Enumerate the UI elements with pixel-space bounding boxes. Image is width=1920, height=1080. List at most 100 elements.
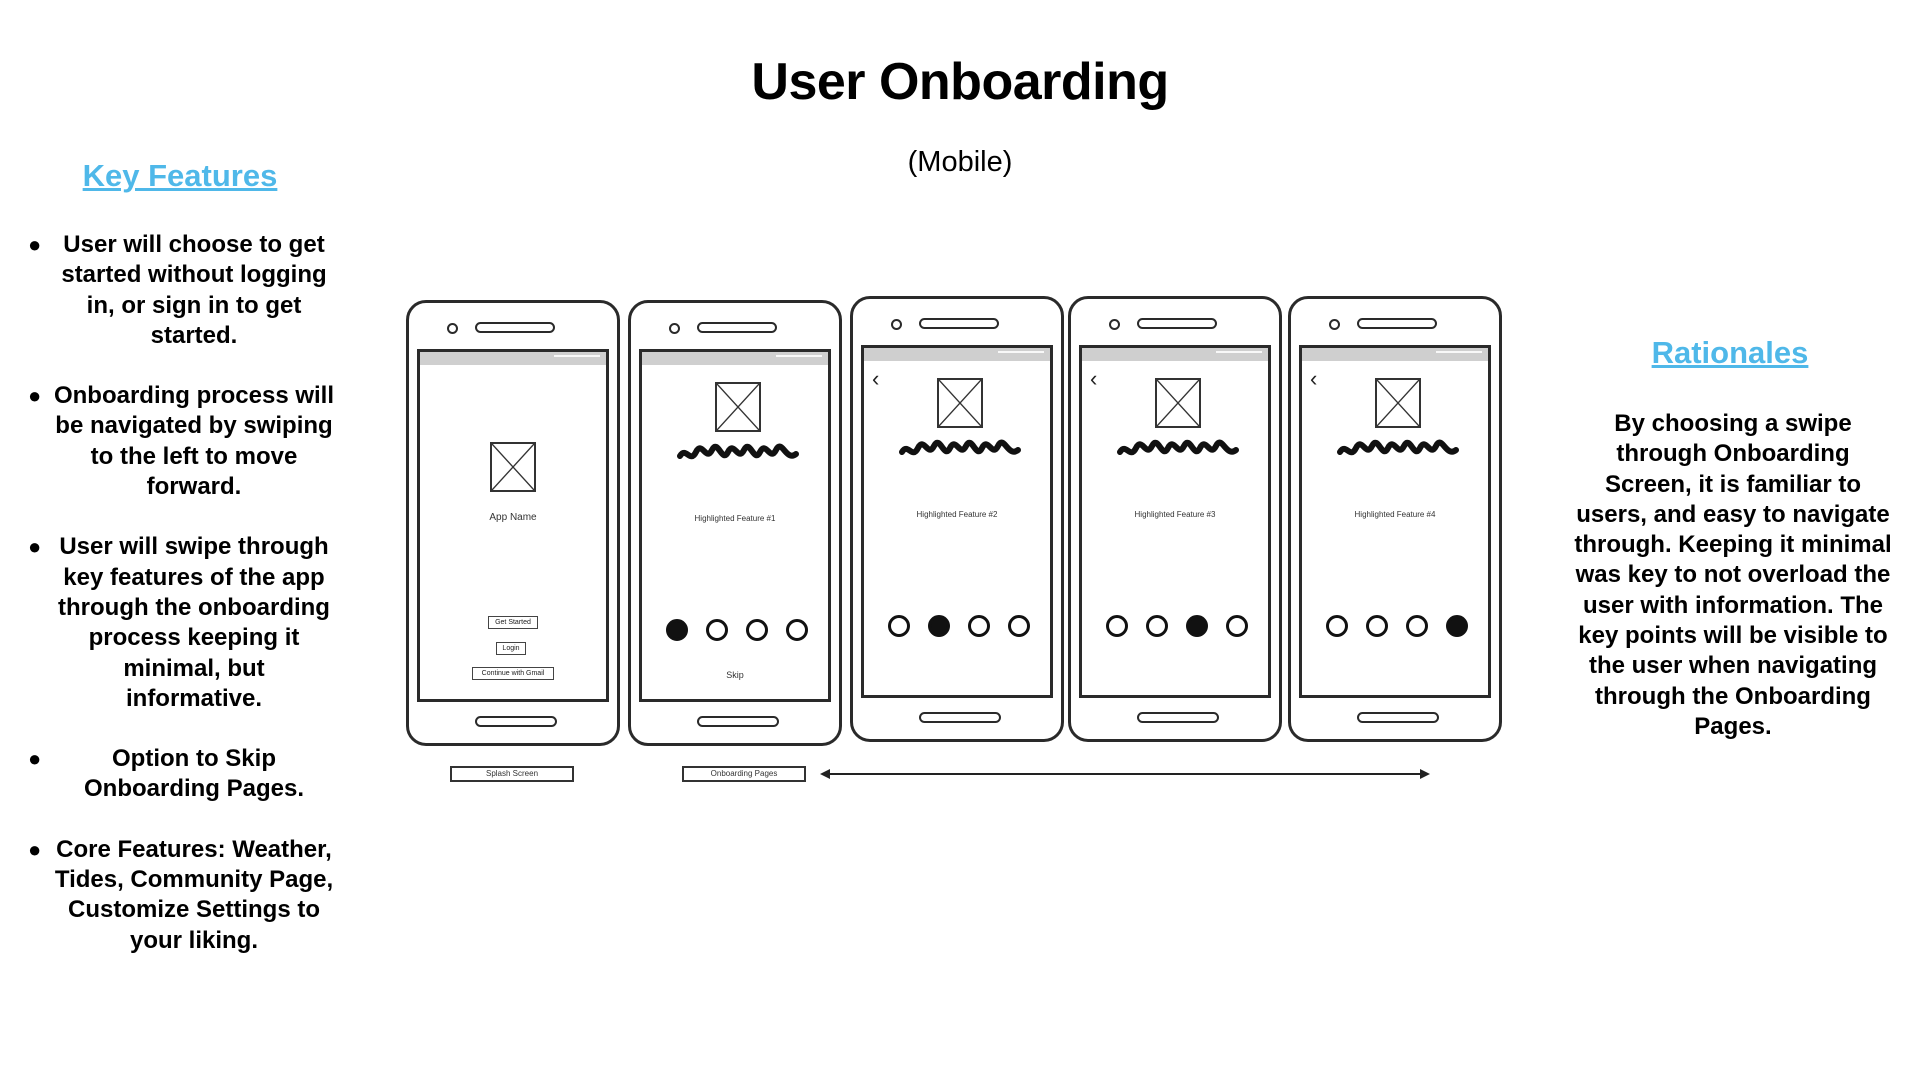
status-bar xyxy=(642,352,828,365)
status-icons xyxy=(554,355,600,363)
feature-item: ● User will swipe through key features of… xyxy=(26,532,336,714)
back-arrow-icon[interactable]: ‹ xyxy=(1090,366,1098,391)
image-placeholder-icon xyxy=(715,382,761,432)
page-dot[interactable] xyxy=(1146,615,1168,637)
feature-text: Onboarding process will be navigated by … xyxy=(53,382,335,501)
status-icons xyxy=(776,355,822,363)
bullet-icon: ● xyxy=(28,534,42,560)
home-button xyxy=(1357,712,1439,723)
page-subtitle: (Mobile) xyxy=(907,146,1013,178)
page-indicator[interactable] xyxy=(888,615,1030,643)
feature-item: ● Onboarding process will be navigated by… xyxy=(26,381,336,502)
page-dot[interactable] xyxy=(888,615,910,637)
bullet-icon: ● xyxy=(28,383,42,409)
scribbled-title-icon xyxy=(1337,439,1459,456)
phone-screen: App Name Get Started Login Continue with… xyxy=(417,349,609,702)
get-started-button[interactable]: Get Started xyxy=(488,616,538,629)
speaker-icon xyxy=(475,322,555,333)
status-bar xyxy=(864,348,1050,361)
page-dot[interactable] xyxy=(786,619,808,641)
active-page-dot[interactable] xyxy=(1446,615,1468,637)
login-button[interactable]: Login xyxy=(496,642,526,655)
feature-label: Highlighted Feature #3 xyxy=(1134,510,1216,519)
phone-onboarding-2: ‹ Highlighted Feature #2 xyxy=(850,296,1064,742)
key-features-list: ● User will choose to get started without… xyxy=(26,230,336,986)
status-bar xyxy=(1082,348,1268,361)
active-page-dot[interactable] xyxy=(666,619,688,641)
phone-screen: ‹ Highlighted Feature #3 xyxy=(1079,345,1271,698)
double-arrow-icon xyxy=(820,769,1430,779)
page-dot[interactable] xyxy=(1326,615,1348,637)
image-placeholder-icon xyxy=(1155,378,1201,428)
scribbled-title-icon xyxy=(899,439,1021,456)
feature-text: User will choose to get started without … xyxy=(61,231,327,349)
rationale-text: By choosing a swipe through Onboarding S… xyxy=(1574,410,1892,740)
phone-onboarding-4: ‹ Highlighted Feature #4 xyxy=(1288,296,1502,742)
page-dot[interactable] xyxy=(1226,615,1248,637)
feature-text: User will swipe through key features of … xyxy=(58,533,330,712)
page-dot[interactable] xyxy=(1008,615,1030,637)
feature-item: ● Core Features: Weather, Tides, Communit… xyxy=(26,835,336,956)
speaker-icon xyxy=(1357,318,1437,329)
phone-splash: App Name Get Started Login Continue with… xyxy=(406,300,620,746)
home-button xyxy=(919,712,1001,723)
page-dot[interactable] xyxy=(706,619,728,641)
bullet-icon: ● xyxy=(28,836,42,862)
status-icons xyxy=(998,351,1044,359)
feature-text: Core Features: Weather, Tides, Community… xyxy=(54,835,334,954)
feature-item: ● Option to Skip Onboarding Pages. xyxy=(26,744,336,805)
active-page-dot[interactable] xyxy=(1186,615,1208,637)
camera-icon xyxy=(669,323,680,334)
feature-item: ● User will choose to get started without… xyxy=(26,230,336,351)
home-button xyxy=(697,716,779,727)
image-placeholder-icon xyxy=(937,378,983,428)
page-dot[interactable] xyxy=(1406,615,1428,637)
feature-label: Highlighted Feature #2 xyxy=(916,510,998,519)
status-bar xyxy=(1302,348,1488,361)
camera-icon xyxy=(1329,319,1340,330)
home-button xyxy=(1137,712,1219,723)
speaker-icon xyxy=(919,318,999,329)
camera-icon xyxy=(1109,319,1120,330)
phone-onboarding-3: ‹ Highlighted Feature #3 xyxy=(1068,296,1282,742)
home-button xyxy=(475,716,557,727)
speaker-icon xyxy=(1137,318,1217,329)
page-indicator[interactable] xyxy=(1326,615,1468,643)
page-indicator[interactable] xyxy=(666,619,808,647)
image-placeholder-icon xyxy=(490,442,536,492)
rationales-heading: Rationales xyxy=(1651,335,1809,370)
feature-label: Highlighted Feature #4 xyxy=(1354,510,1436,519)
page-dot[interactable] xyxy=(746,619,768,641)
phone-screen: ‹ Highlighted Feature #2 xyxy=(861,345,1053,698)
onboarding-pages-caption: Onboarding Pages xyxy=(682,766,806,782)
active-page-dot[interactable] xyxy=(928,615,950,637)
scribbled-title-icon xyxy=(1117,439,1239,456)
status-bar xyxy=(420,352,606,365)
page-title: User Onboarding xyxy=(751,53,1169,111)
app-name: App Name xyxy=(489,512,537,523)
key-features-heading: Key Features xyxy=(82,158,278,193)
scribbled-title-icon xyxy=(677,443,799,460)
feature-label: Highlighted Feature #1 xyxy=(694,514,776,523)
phone-screen: Highlighted Feature #1 Skip xyxy=(639,349,831,702)
bullet-icon: ● xyxy=(28,232,42,257)
continue-gmail-button[interactable]: Continue with Gmail xyxy=(472,667,554,680)
camera-icon xyxy=(891,319,902,330)
page-indicator[interactable] xyxy=(1106,615,1248,643)
feature-text: Option to Skip Onboarding Pages. xyxy=(83,745,305,803)
status-icons xyxy=(1436,351,1482,359)
phone-screen: ‹ Highlighted Feature #4 xyxy=(1299,345,1491,698)
page-dot[interactable] xyxy=(1366,615,1388,637)
status-icons xyxy=(1216,351,1262,359)
camera-icon xyxy=(447,323,458,334)
speaker-icon xyxy=(697,322,777,333)
back-arrow-icon[interactable]: ‹ xyxy=(1310,366,1318,391)
skip-link[interactable]: Skip xyxy=(726,670,744,680)
page-dot[interactable] xyxy=(968,615,990,637)
splash-screen-caption: Splash Screen xyxy=(450,766,574,782)
bullet-icon: ● xyxy=(28,746,42,772)
phone-onboarding-1: Highlighted Feature #1 Skip xyxy=(628,300,842,746)
back-arrow-icon[interactable]: ‹ xyxy=(872,366,880,391)
image-placeholder-icon xyxy=(1375,378,1421,428)
page-dot[interactable] xyxy=(1106,615,1128,637)
